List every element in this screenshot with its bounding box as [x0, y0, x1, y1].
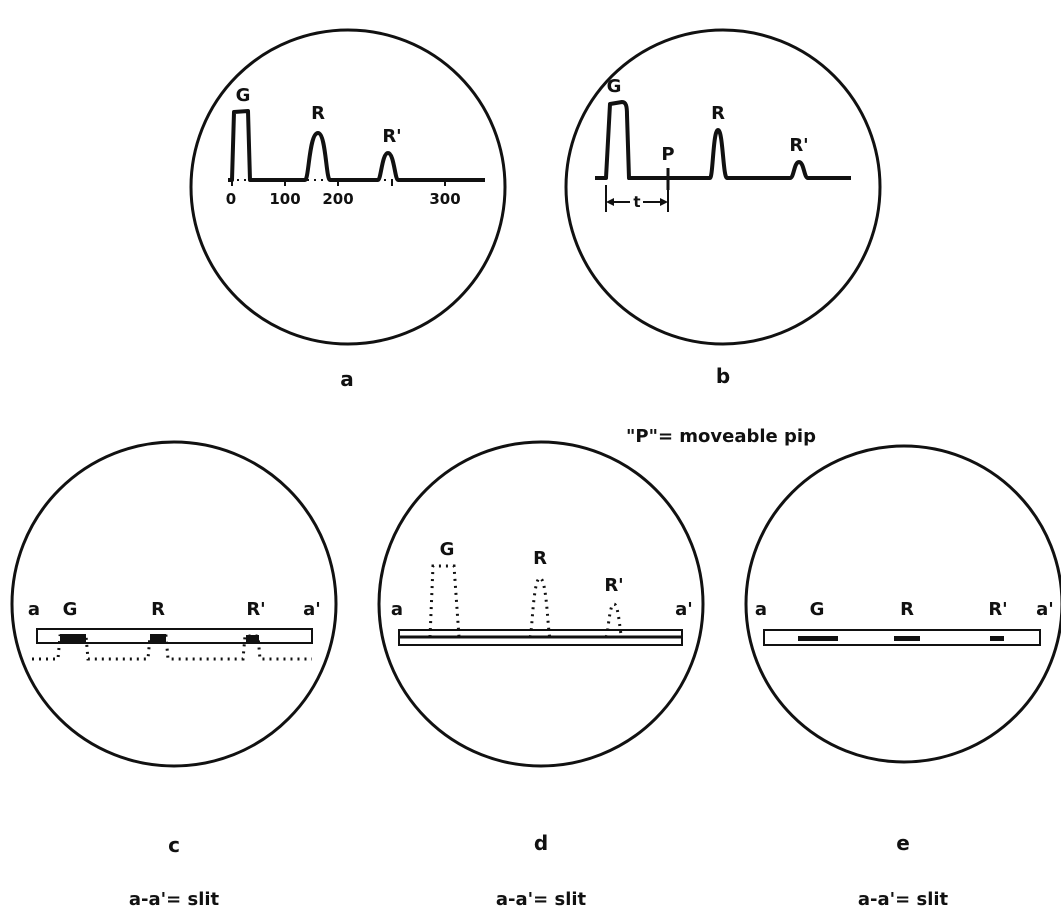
pip-note: "P"= moveable pip [626, 426, 816, 447]
slit-note-e: a-a'= slit [858, 889, 949, 910]
peak-label-r: R [533, 548, 547, 569]
peak-label-r-prime: R' [789, 135, 808, 156]
dotted-trace-d [428, 564, 624, 639]
panel-d: a a' G R R' d a-a'= slit [377, 440, 705, 910]
screen-circle-c [10, 440, 338, 768]
trace-b [595, 100, 851, 180]
interval-marker [605, 185, 669, 212]
screen-circle-a [189, 28, 507, 346]
slit-c [36, 628, 313, 644]
peak-label-r-prime: R' [246, 599, 265, 620]
peak-label-g: G [236, 85, 251, 106]
pip-label: P [661, 144, 674, 165]
tick-label-100: 100 [269, 190, 300, 208]
panel-caption-b: b [716, 364, 730, 388]
slit-end-a: a [755, 599, 767, 620]
tick-label-300: 300 [429, 190, 460, 208]
peak-label-r-prime: R' [604, 575, 623, 596]
slit-peak-marks-c [60, 634, 259, 642]
slit-end-a: a [391, 599, 403, 620]
screen-circle-b [564, 28, 882, 346]
trace-a [228, 109, 485, 182]
axis-ticks-a [231, 180, 446, 186]
peak-label-r: R [311, 103, 325, 124]
panel-a: 0 100 200 300 G R R' a [189, 28, 507, 391]
panel-c: a a' G R R' c a-a'= slit [10, 440, 338, 910]
slit-note-d: a-a'= slit [496, 889, 587, 910]
slit-end-a-prime: a' [675, 599, 693, 620]
slit-end-a: a [28, 599, 40, 620]
peak-label-g: G [440, 539, 455, 560]
slit-note-c: a-a'= slit [129, 889, 220, 910]
peak-label-g: G [607, 76, 622, 97]
peak-label-r-prime: R' [382, 126, 401, 147]
screen-circle-e [744, 444, 1061, 764]
panel-caption-a: a [340, 367, 354, 391]
panel-e: a a' G R R' e a-a'= slit [744, 444, 1061, 910]
peak-label-g: G [63, 599, 78, 620]
tick-label-200: 200 [322, 190, 353, 208]
peak-label-g: G [810, 599, 825, 620]
interval-label: t [633, 193, 640, 211]
tick-label-0: 0 [226, 190, 236, 208]
peak-label-r: R [151, 599, 165, 620]
peak-label-r: R [900, 599, 914, 620]
peak-label-r: R [711, 103, 725, 124]
panel-caption-c: c [168, 833, 180, 857]
slit-end-a-prime: a' [1036, 599, 1054, 620]
screen-circle-d [377, 440, 705, 768]
slit-peak-marks-e [798, 636, 1004, 641]
slit-end-a-prime: a' [303, 599, 321, 620]
panel-caption-d: d [534, 831, 548, 855]
panel-caption-e: e [896, 831, 910, 855]
panel-b: P t G R R' b "P"= moveable pip [564, 28, 882, 447]
peak-label-r-prime: R' [988, 599, 1007, 620]
